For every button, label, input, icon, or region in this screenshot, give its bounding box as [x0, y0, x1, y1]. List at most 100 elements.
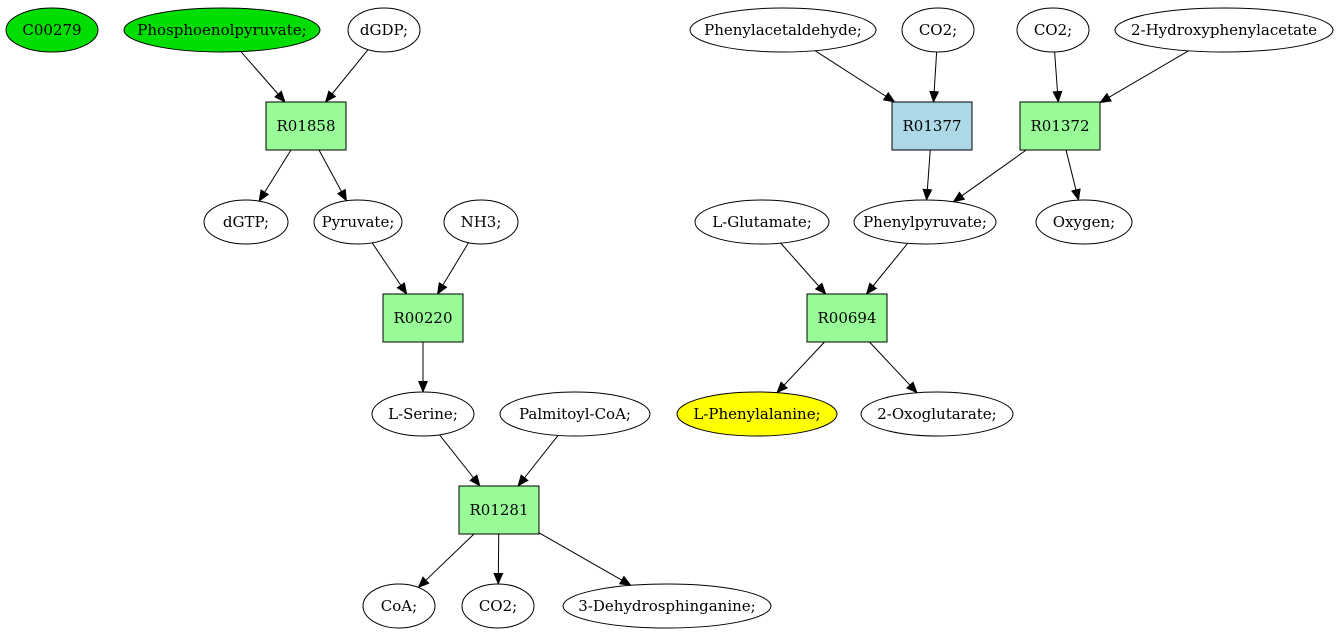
compound-node-phenylacet[interactable]: Phenylacetaldehyde; [689, 7, 877, 53]
node-label: R00694 [817, 309, 876, 327]
node-label: R01377 [902, 117, 961, 135]
compound-node-co2c[interactable]: CO2; [1016, 7, 1090, 53]
compound-ellipse[interactable] [694, 199, 830, 245]
edge-r01281-to-coa [417, 533, 475, 589]
node-label: R01281 [469, 501, 528, 519]
node-label: CO2; [919, 21, 957, 39]
compound-ellipse[interactable] [443, 199, 519, 245]
node-label: L-Serine; [388, 405, 458, 423]
edge-co2b-to-r01377 [929, 51, 940, 103]
node-label: Oxygen; [1053, 213, 1115, 231]
reaction-node-r01372[interactable]: R01372 [1019, 101, 1101, 151]
node-label: Phosphoenolpyruvate; [137, 21, 306, 39]
compound-ellipse[interactable] [461, 583, 535, 629]
edge-dgdp-to-r01858 [324, 49, 369, 103]
compound-node-hydroxy[interactable]: 2-Hydroxyphenylacetate [1114, 7, 1334, 53]
compound-node-lglutamate[interactable]: L-Glutamate; [694, 199, 830, 245]
edge-r01281-to-dehydro [538, 532, 632, 586]
compound-ellipse[interactable] [313, 199, 403, 245]
node-label: Phenylpyruvate; [863, 213, 987, 231]
node-label: Palmitoyl-CoA; [519, 405, 631, 423]
node-label: 2-Hydroxyphenylacetate [1131, 21, 1317, 39]
edge-pep-to-r01858 [240, 51, 286, 103]
compound-ellipse[interactable] [123, 7, 321, 53]
reaction-box[interactable] [806, 293, 888, 343]
compound-node-phenylpyr[interactable]: Phenylpyruvate; [853, 199, 997, 245]
compound-node-palmitoyl[interactable]: Palmitoyl-CoA; [499, 391, 651, 437]
node-label: CO2; [479, 597, 517, 615]
node-label: dGTP; [223, 213, 269, 231]
node-label: L-Glutamate; [712, 213, 812, 231]
compound-ellipse[interactable] [203, 199, 289, 245]
compound-node-dgtp[interactable]: dGTP; [203, 199, 289, 245]
compound-node-dgdp[interactable]: dGDP; [347, 7, 421, 53]
reaction-node-r01858[interactable]: R01858 [265, 101, 347, 151]
edge-r01377-to-phenylpyr [922, 149, 933, 202]
node-label: R01858 [276, 117, 335, 135]
compound-node-c00279[interactable]: C00279 [5, 7, 99, 53]
edge-r00694-to-lphe [776, 341, 825, 394]
compound-node-lphe[interactable]: L-Phenylalanine; [676, 391, 838, 437]
edge-r01372-to-phenylpyr [952, 149, 1027, 203]
compound-ellipse[interactable] [371, 391, 475, 437]
compound-ellipse[interactable] [499, 391, 651, 437]
compound-node-oxoglut[interactable]: 2-Oxoglutarate; [860, 391, 1014, 437]
compound-ellipse[interactable] [901, 7, 975, 53]
compound-ellipse[interactable] [1035, 199, 1133, 245]
compound-node-co2a[interactable]: CO2; [461, 583, 535, 629]
compound-ellipse[interactable] [860, 391, 1014, 437]
edge-phenylpyr-to-r00694 [865, 243, 909, 295]
edge-co2c-to-r01372 [1052, 51, 1063, 103]
reaction-box[interactable] [382, 293, 464, 343]
compound-ellipse[interactable] [689, 7, 877, 53]
compound-node-nh3[interactable]: NH3; [443, 199, 519, 245]
nodes-layer: C00279 Phosphoenolpyruvate; dGDP; R01858 dGT… [5, 7, 1334, 629]
reaction-box[interactable] [458, 485, 540, 535]
node-label: Pyruvate; [322, 213, 395, 231]
compound-ellipse[interactable] [1016, 7, 1090, 53]
compound-ellipse[interactable] [347, 7, 421, 53]
edge-phenylacet-to-r01377 [814, 50, 896, 103]
compound-node-lserine[interactable]: L-Serine; [371, 391, 475, 437]
node-label: R00220 [393, 309, 452, 327]
node-label: dGDP; [360, 21, 408, 39]
reaction-box[interactable] [1019, 101, 1101, 151]
node-label: 3-Dehydrosphinganine; [578, 597, 755, 615]
compound-ellipse[interactable] [853, 199, 997, 245]
edge-r00694-to-oxoglut [869, 341, 918, 394]
compound-node-oxygen[interactable]: Oxygen; [1035, 199, 1133, 245]
edge-lglutamate-to-r00694 [780, 242, 827, 295]
reaction-node-r00694[interactable]: R00694 [806, 293, 888, 343]
compound-ellipse[interactable] [562, 583, 772, 629]
edges-layer [240, 49, 1189, 589]
compound-ellipse[interactable] [1114, 7, 1334, 53]
node-label: Phenylacetaldehyde; [704, 21, 862, 39]
compound-node-dehydro[interactable]: 3-Dehydrosphinganine; [562, 583, 772, 629]
compound-node-co2b[interactable]: CO2; [901, 7, 975, 53]
edge-lserine-to-r01281 [439, 434, 481, 487]
reaction-box[interactable] [891, 101, 973, 151]
node-label: C00279 [22, 21, 81, 39]
reaction-node-r01281[interactable]: R01281 [458, 485, 540, 535]
edge-r01372-to-oxygen [1065, 149, 1081, 202]
node-label: 2-Oxoglutarate; [877, 405, 997, 423]
compound-node-pep[interactable]: Phosphoenolpyruvate; [123, 7, 321, 53]
reaction-node-r01377[interactable]: R01377 [891, 101, 973, 151]
reaction-node-r00220[interactable]: R00220 [382, 293, 464, 343]
compound-ellipse[interactable] [5, 7, 99, 53]
compound-ellipse[interactable] [362, 583, 436, 629]
edge-pyruvate-to-r00220 [371, 242, 408, 295]
compound-ellipse[interactable] [676, 391, 838, 437]
edge-r01858-to-dgtp [258, 149, 292, 202]
node-label: NH3; [461, 213, 502, 231]
edge-hydroxy-to-r01372 [1099, 50, 1189, 104]
node-label: R01372 [1030, 117, 1089, 135]
compound-node-pyruvate[interactable]: Pyruvate; [313, 199, 403, 245]
reaction-box[interactable] [265, 101, 347, 151]
edge-r01281-to-co2a [493, 533, 504, 586]
compound-node-coa[interactable]: CoA; [362, 583, 436, 629]
node-label: CO2; [1034, 21, 1072, 39]
edge-r01858-to-pyruvate [318, 149, 347, 202]
